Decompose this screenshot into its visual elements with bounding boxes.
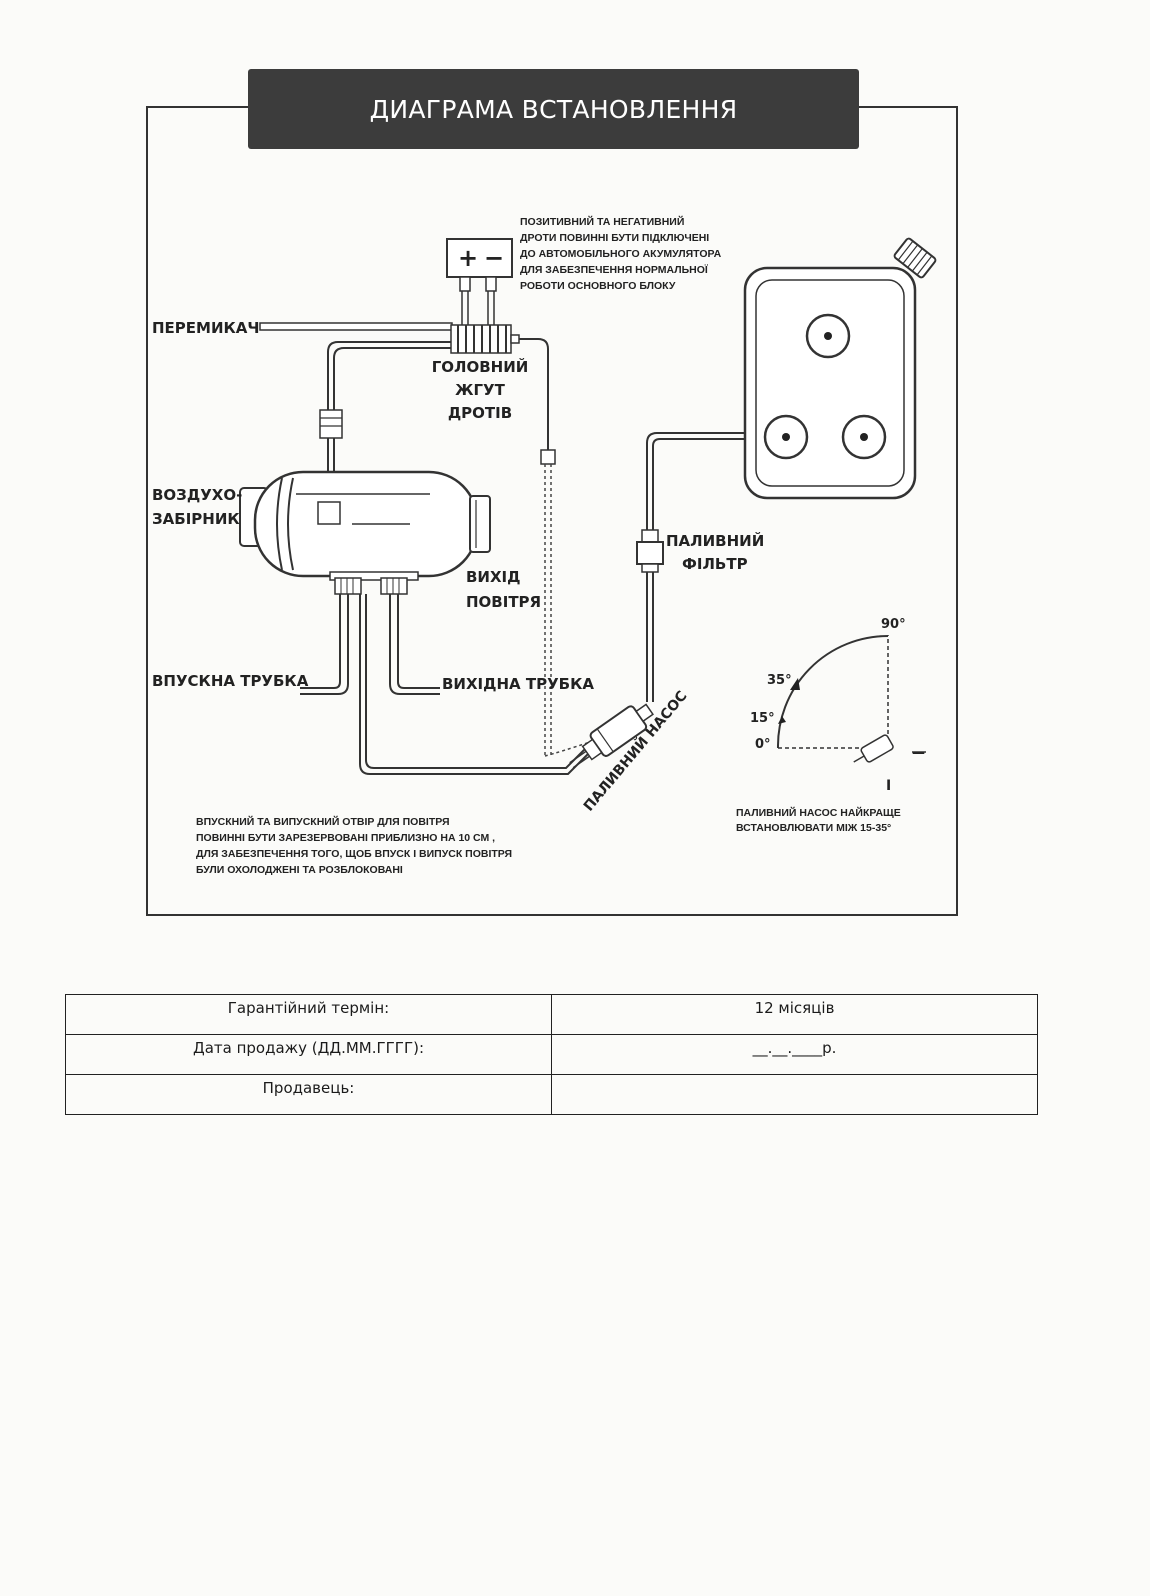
fuel-line xyxy=(359,594,591,775)
angle-label: 0° xyxy=(755,737,771,752)
angle-label: 90° xyxy=(881,617,906,632)
harness-wire xyxy=(333,347,451,502)
battery-icon: + − xyxy=(446,238,513,327)
main-harness-connector xyxy=(450,324,520,354)
battery-note-line: ДРОТИ ПОВИННІ БУТИ ПІДКЛЮЧЕНІ xyxy=(520,232,709,244)
title-banner: ДИАГРАМА ВСТАНОВЛЕННЯ xyxy=(248,69,859,149)
warranty-term-label: Гарантійний термін: xyxy=(65,994,552,1035)
pump-angle-diagram xyxy=(776,635,926,763)
sale-date-label: Дата продажу (ДД.ММ.ГГГГ): xyxy=(65,1034,552,1075)
outlet-pipe xyxy=(397,594,440,689)
battery-minus-label: − xyxy=(484,244,504,272)
seller-label: Продавець: xyxy=(65,1074,552,1115)
outlet-pipe-label: ВИХІДНА ТРУБКА xyxy=(442,675,594,693)
harness-label: ДРОТІВ xyxy=(448,404,512,422)
air-intake-label: ВОЗДУХО- xyxy=(152,486,242,504)
angle-label: 35° xyxy=(767,673,792,688)
battery-note-line: ДО АВТОМОБІЛЬНОГО АКУМУЛЯТОРА xyxy=(520,248,722,260)
fuel-line xyxy=(365,594,587,769)
fuel-filter xyxy=(636,529,664,573)
switch-label: ПЕРЕМИКАЧ xyxy=(152,319,260,337)
pump-note-line: ПАЛИВНИЙ НАСОС НАЙКРАЩЕ xyxy=(736,806,901,819)
inlet-pipe xyxy=(300,594,341,689)
table-row: Дата продажу (ДД.ММ.ГГГГ): __.__.____р. xyxy=(65,1034,1038,1075)
bottom-note-line: БУЛИ ОХОЛОДЖЕНІ ТА РОЗБЛОКОВАНІ xyxy=(196,864,403,876)
battery-note-line: ДЛЯ ЗАБЕЗПЕЧЕННЯ НОРМАЛЬНОЇ xyxy=(520,263,709,276)
fuel-filter-label: ПАЛИВНИЙ xyxy=(666,531,764,550)
bottom-note-line: ВПУСКНИЙ ТА ВИПУСКНИЙ ОТВІР ДЛЯ ПОВІТРЯ xyxy=(196,815,450,828)
switch-cable: ПЕРЕМИКАЧ xyxy=(152,319,453,337)
page-title: ДИАГРАМА ВСТАНОВЛЕННЯ xyxy=(369,94,738,124)
warranty-term-value: 12 місяців xyxy=(551,994,1038,1035)
wire-connector xyxy=(319,409,343,439)
battery-note-line: ПОЗИТИВНИЙ ТА НЕГАТИВНИЙ xyxy=(520,215,684,228)
inlet-pipe-label: ВПУСКНА ТРУБКА xyxy=(152,672,309,690)
fuel-pump xyxy=(569,703,654,769)
warranty-table: Гарантійний термін: 12 місяців Дата прод… xyxy=(65,994,1038,1115)
table-row: Гарантійний термін: 12 місяців xyxy=(65,994,1038,1035)
heater-unit xyxy=(239,470,491,595)
pump-wire xyxy=(519,338,549,450)
bottom-note-line: ПОВИННІ БУТИ ЗАРЕЗЕРВОВАНІ ПРИБЛИЗНО НА … xyxy=(196,832,495,844)
harness-label: ГОЛОВНИЙ xyxy=(432,357,529,376)
fuel-filter-label: ФІЛЬТР xyxy=(682,555,748,573)
harness-label: ЖГУТ xyxy=(455,381,505,399)
fuel-line xyxy=(646,432,745,530)
table-row: Продавець: xyxy=(65,1074,1038,1115)
sale-date-value: __.__.____р. xyxy=(551,1034,1038,1075)
angle-label: — xyxy=(912,746,925,761)
battery-note: ПОЗИТИВНИЙ ТА НЕГАТИВНИЙ ДРОТИ ПОВИННІ Б… xyxy=(520,215,722,292)
battery-plus-label: + xyxy=(458,244,478,272)
harness-wire xyxy=(327,341,451,502)
fuel-tank xyxy=(743,237,937,500)
outlet-pipe xyxy=(389,594,440,695)
seller-value xyxy=(551,1074,1038,1115)
battery-note-line: РОБОТИ ОСНОВНОГО БЛОКУ xyxy=(520,280,676,292)
air-intake-label: ЗАБІРНИК xyxy=(152,510,240,528)
bottom-note-line: ДЛЯ ЗАБЕЗПЕЧЕННЯ ТОГО, ЩОБ ВПУСК І ВИПУС… xyxy=(196,848,512,860)
angle-label: 15° xyxy=(750,711,775,726)
pump-note-line: ВСТАНОВЛЮВАТИ МІЖ 15-35° xyxy=(736,822,891,834)
angle-label: I xyxy=(886,778,891,794)
inlet-pipe xyxy=(300,594,349,695)
wire-connector xyxy=(540,449,556,465)
air-outlet-label: ПОВІТРЯ xyxy=(466,593,541,611)
air-outlet-label: ВИХІД xyxy=(466,568,521,586)
fuel-line xyxy=(652,438,745,530)
